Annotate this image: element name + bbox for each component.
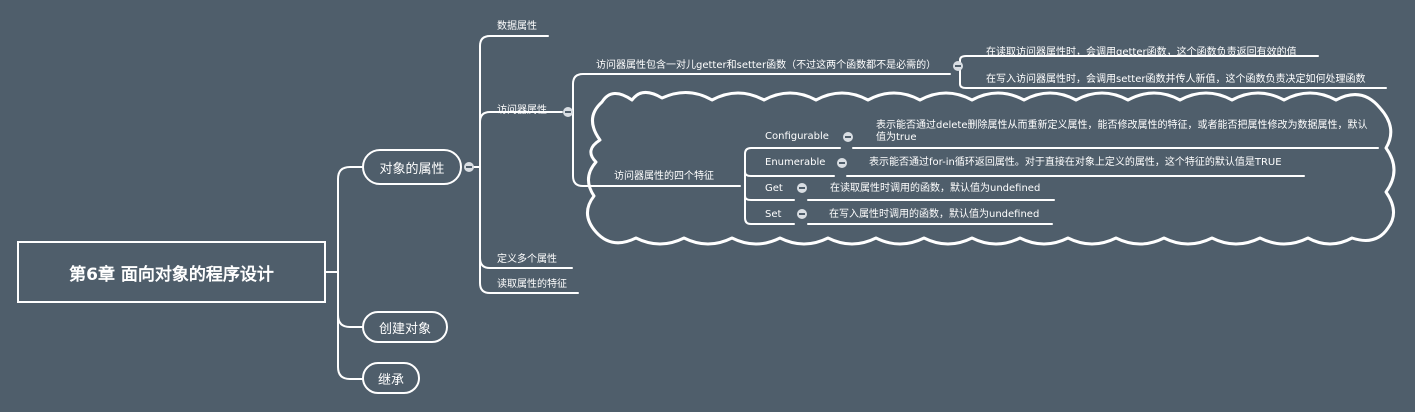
collapse-toggle-icon[interactable]: [797, 183, 807, 193]
topic-getter-desc[interactable]: 在读取访问器属性时，会调用getter函数，这个函数负责返回有效的值: [986, 47, 1297, 58]
topic-accessor-properties[interactable]: 访问器属性: [497, 105, 547, 116]
root-topic[interactable]: 第6章 面向对象的程序设计: [17, 241, 326, 303]
trait-configurable[interactable]: Configurable: [765, 131, 829, 142]
collapse-toggle-icon[interactable]: [563, 107, 573, 117]
topic-getter-setter-pair[interactable]: 访问器属性包含一对儿getter和setter函数（不过这两个函数都不是必需的）: [596, 60, 937, 71]
topic-inheritance[interactable]: 继承: [362, 362, 420, 394]
topic-four-traits[interactable]: 访问器属性的四个特征: [614, 171, 714, 182]
trait-enumerable-desc[interactable]: 表示能否通过for-in循环返回属性。对于直接在对象上定义的属性，这个特征的默认…: [869, 157, 1282, 168]
topic-define-multiple[interactable]: 定义多个属性: [497, 254, 557, 265]
collapse-toggle-icon[interactable]: [464, 162, 474, 172]
topic-object-properties[interactable]: 对象的属性: [362, 149, 462, 185]
trait-get[interactable]: Get: [765, 183, 783, 194]
collapse-toggle-icon[interactable]: [837, 158, 847, 168]
collapse-toggle-icon[interactable]: [843, 132, 853, 142]
topic-data-properties[interactable]: 数据属性: [497, 21, 537, 32]
topic-create-object[interactable]: 创建对象: [362, 311, 448, 343]
trait-get-desc[interactable]: 在读取属性时调用的函数，默认值为undefined: [830, 183, 1041, 194]
topic-read-traits[interactable]: 读取属性的特征: [497, 279, 567, 290]
collapse-toggle-icon[interactable]: [797, 209, 807, 219]
topic-setter-desc[interactable]: 在写入访问器属性时，会调用setter函数并传人新值，这个函数负责决定如何处理函…: [986, 74, 1366, 85]
trait-enumerable[interactable]: Enumerable: [765, 157, 826, 168]
collapse-toggle-icon[interactable]: [953, 61, 963, 71]
trait-set-desc[interactable]: 在写入属性时调用的函数，默认值为undefined: [829, 209, 1040, 220]
trait-configurable-desc[interactable]: 表示能否通过delete删除属性从而重新定义属性，能否修改属性的特征，或者能否把…: [876, 120, 1368, 143]
trait-set[interactable]: Set: [765, 209, 782, 220]
